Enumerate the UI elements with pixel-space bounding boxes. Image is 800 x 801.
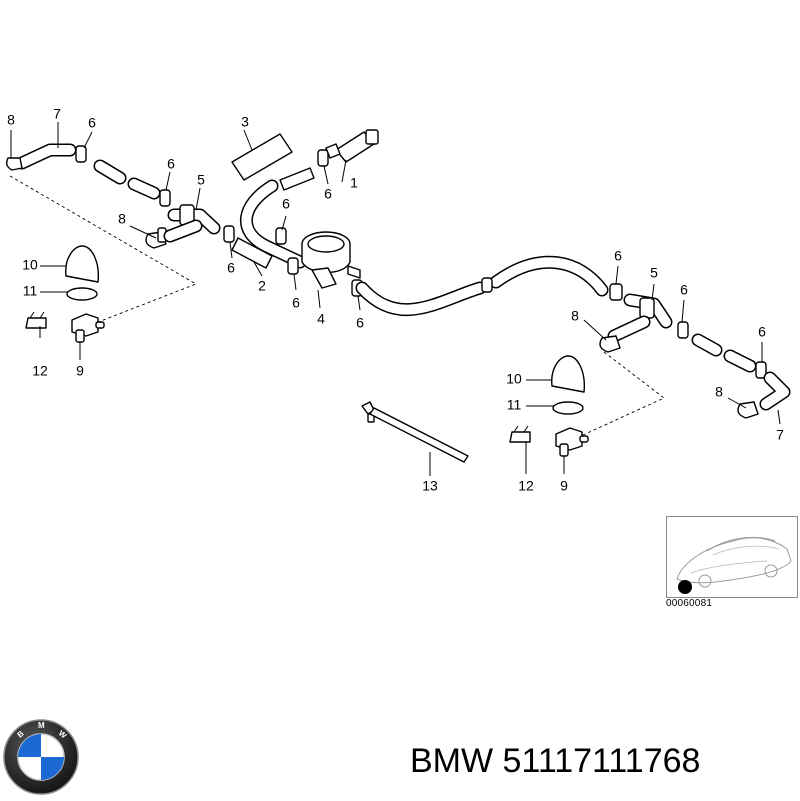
- callout-6: 6: [88, 115, 96, 131]
- callout-4: 4: [317, 311, 325, 327]
- callout-6: 6: [167, 156, 175, 172]
- callout-5: 5: [650, 265, 658, 281]
- callout-6: 6: [227, 260, 235, 276]
- callout-6: 6: [282, 196, 290, 212]
- svg-text:W: W: [57, 729, 69, 741]
- callout-2: 2: [258, 278, 266, 294]
- callout-10: 10: [506, 371, 522, 387]
- main-hose: [355, 255, 609, 317]
- leader-lines: [10, 122, 781, 476]
- cable-tie: [361, 401, 469, 463]
- callout-5: 5: [197, 172, 205, 188]
- car-outline-illustration: [676, 536, 792, 594]
- callout-7: 7: [776, 427, 784, 443]
- callout-13: 13: [422, 478, 438, 494]
- illustration-code: 00060081: [666, 598, 713, 609]
- brand-part-number: BMW 51117111768: [410, 742, 701, 780]
- callout-8: 8: [715, 384, 723, 400]
- callout-11: 11: [23, 283, 38, 299]
- callout-9: 9: [560, 478, 568, 494]
- callout-8: 8: [118, 211, 126, 227]
- right-hose-assembly: [599, 283, 791, 419]
- location-marker-dot: [678, 580, 692, 594]
- callouts: 8 7 6 6 5 8 6 10 11 12 9 3 1 6 6 2 6 4 6…: [7, 106, 784, 494]
- callout-10: 10: [22, 257, 38, 273]
- callout-9: 9: [76, 363, 84, 379]
- callout-12: 12: [518, 478, 534, 494]
- right-nozzle-parts: [509, 355, 589, 457]
- left-nozzle-parts: [25, 245, 105, 343]
- bmw-logo: B M W: [2, 718, 80, 796]
- reference-line: [571, 351, 665, 441]
- callout-6: 6: [292, 295, 300, 311]
- callout-6: 6: [324, 186, 332, 202]
- callout-1: 1: [350, 175, 358, 191]
- callout-8: 8: [7, 112, 15, 128]
- car-locator-inset: [666, 516, 798, 598]
- callout-3: 3: [241, 114, 249, 130]
- callout-12: 12: [32, 363, 48, 379]
- callout-8: 8: [571, 308, 579, 324]
- callout-6: 6: [680, 282, 688, 298]
- center-hose-assembly: [231, 129, 379, 297]
- callout-11: 11: [507, 397, 522, 413]
- callout-6: 6: [614, 248, 622, 264]
- svg-text:M: M: [38, 721, 45, 730]
- svg-text:B: B: [16, 729, 26, 740]
- callout-7: 7: [53, 106, 61, 122]
- callout-6: 6: [758, 324, 766, 340]
- left-hose-assembly: [5, 143, 235, 249]
- callout-6: 6: [356, 315, 364, 331]
